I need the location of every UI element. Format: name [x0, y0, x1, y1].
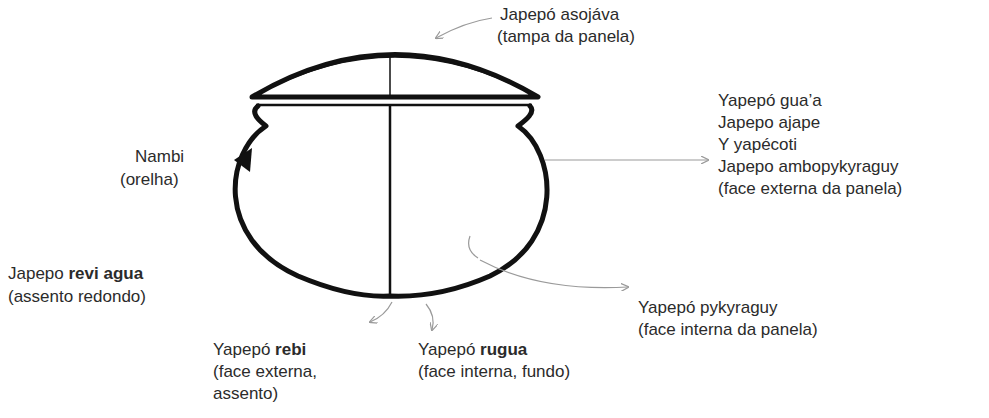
leader-line: [436, 18, 492, 38]
leader-line: [426, 304, 433, 330]
part-name: Nambi: [135, 146, 184, 168]
part-translation: (assento redondo): [8, 286, 146, 308]
part-name: Yapepó gua’a: [718, 90, 822, 112]
name-emphasis: rugua: [480, 340, 527, 359]
leader-line: [480, 260, 628, 288]
part-translation: (tampa da panela): [497, 26, 635, 48]
part-name: Yapepó rugua: [418, 339, 527, 361]
part-translation: (face externa, assento): [213, 361, 338, 405]
part-name: Japepo ajape: [718, 112, 820, 134]
part-name: Y yapécoti: [718, 134, 797, 156]
name-emphasis: rebi: [275, 340, 306, 359]
leader-line: [370, 302, 392, 322]
name-part: Yapepó: [418, 340, 480, 359]
leader-line: [469, 236, 478, 258]
lid-outline: [252, 55, 538, 98]
part-translation: (face externa da panela): [718, 178, 902, 200]
name-part: Yapepó: [213, 340, 275, 359]
part-name: Yapepó pykyraguy: [638, 297, 778, 319]
part-translation: (face interna, fundo): [418, 361, 570, 383]
lid-inner: [262, 57, 528, 92]
rim-line: [256, 104, 532, 107]
pot-divider: [389, 106, 392, 296]
name-part: Japepo: [8, 264, 69, 283]
lid-divider: [389, 56, 391, 96]
leader-line: [545, 159, 708, 160]
part-name: Japepó asojáva: [500, 4, 619, 26]
part-name: Yapepó rebi: [213, 339, 306, 361]
name-emphasis: revi agua: [69, 264, 144, 283]
pot-ear: [234, 148, 252, 172]
pot-body: [235, 106, 547, 296]
part-name: Japepo ambopykyraguy: [718, 156, 899, 178]
part-translation: (face interna da panela): [638, 319, 818, 341]
part-translation: (orelha): [120, 169, 179, 191]
part-name: Japepo revi agua: [8, 263, 143, 285]
